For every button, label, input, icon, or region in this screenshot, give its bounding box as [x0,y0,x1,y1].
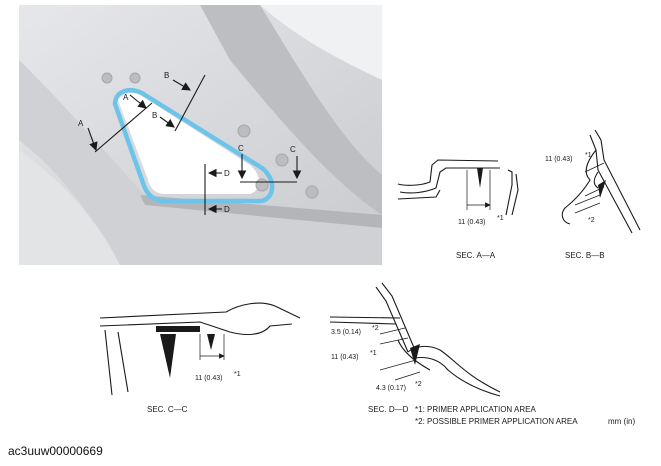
callout-d-upper: D [224,169,230,178]
callout-a-upper: A [78,119,84,128]
sec-dd-dim-1-note: *2 [372,325,379,332]
section-cc-drawing [99,302,301,396]
primer-bead [112,87,275,204]
sec-aa-caption: SEC. A—A [456,251,496,260]
section-bb-drawing [561,129,641,234]
document-id: ac3uuw00000669 [8,444,103,458]
sec-dd-dim-3: 4.3 (0.17) [376,385,406,392]
sec-dd-dim-1: 3.5 (0.14) [331,329,361,336]
callout-b-lower: B [152,111,157,120]
callout-d-lower: D [224,205,230,214]
quarter-panel-render [19,5,382,265]
sec-dd-dim-3-note: *2 [415,381,422,388]
section-dd-drawing [329,282,501,397]
sec-bb-caption: SEC. B—B [565,251,605,260]
units-label: mm (in) [608,417,635,426]
callout-b-upper: B [164,71,169,80]
sec-aa-dim-note: *1 [497,215,504,222]
note-primer-area: *1: PRIMER APPLICATION AREA [415,405,536,414]
sec-cc-dim: 11 (0.43) [195,375,223,382]
sec-aa-dim: 11 (0.43) [458,219,486,226]
section-markers [87,74,302,215]
sec-bb-note-2: *2 [588,217,595,224]
sec-dd-dim-2-note: *1 [370,350,377,357]
sec-cc-caption: SEC. C—C [147,405,188,414]
section-aa-drawing [397,159,519,216]
sec-bb-dim: 11 (0.43) [545,156,573,163]
sec-dd-dim-2: 11 (0.43) [331,354,359,361]
callout-c-left: C [238,144,244,153]
sec-cc-dim-note: *1 [234,371,241,378]
note-possible-primer-area: *2: POSSIBLE PRIMER APPLICATION AREA [415,417,578,426]
callout-c-right: C [290,145,296,154]
callout-a-lower: A [123,93,129,102]
sec-dd-caption: SEC. D—D [368,405,409,414]
sec-bb-dim-note: *1 [585,152,592,159]
